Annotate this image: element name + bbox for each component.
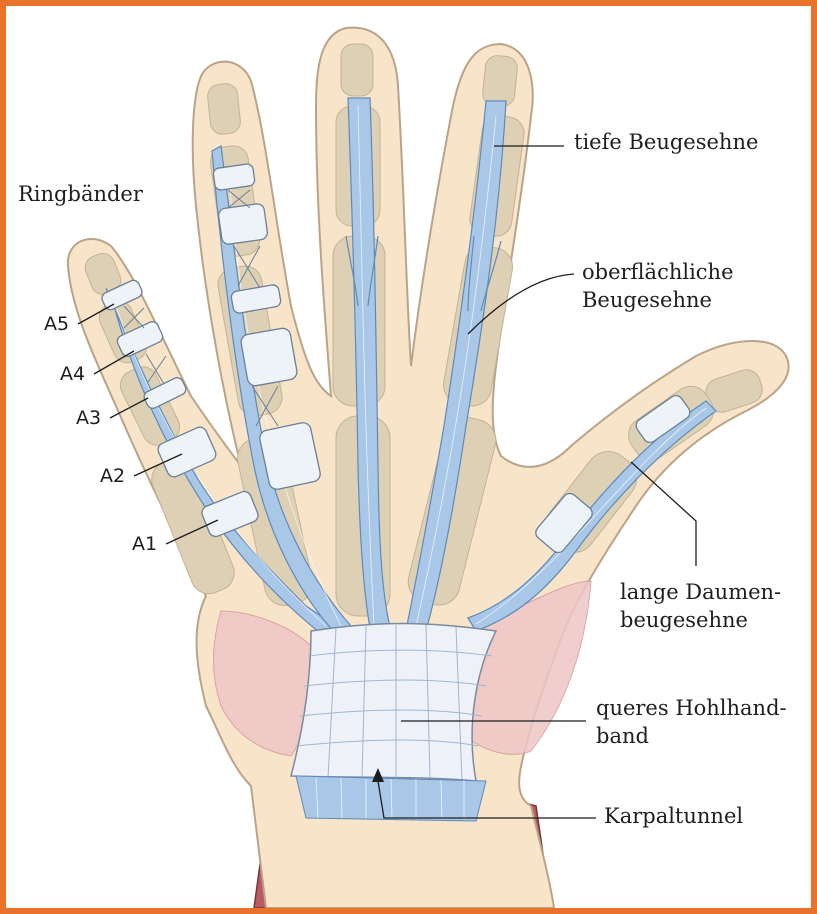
label-oberflaechliche-line1: oberflächliche — [582, 258, 734, 286]
label-a5: A5 — [44, 312, 69, 336]
label-a3: A3 — [76, 406, 101, 430]
label-daumen-line1: lange Daumen- — [620, 578, 781, 606]
label-tiefe-beugesehne: tiefe Beugesehne — [574, 128, 758, 156]
label-daumen-line2: beugesehne — [620, 606, 748, 634]
label-ringbaender: Ringbänder — [18, 180, 143, 208]
label-a2: A2 — [100, 464, 125, 488]
label-hohlhand-line2: band — [596, 722, 649, 750]
label-hohlhand-line1: queres Hohlhand- — [596, 694, 787, 722]
label-oberflaechliche-line2: Beugesehne — [582, 286, 712, 314]
label-a1: A1 — [132, 532, 157, 556]
label-a4: A4 — [60, 362, 85, 386]
transverse-carpal-ligament — [291, 624, 496, 782]
label-karpaltunnel: Karpaltunnel — [604, 802, 743, 830]
